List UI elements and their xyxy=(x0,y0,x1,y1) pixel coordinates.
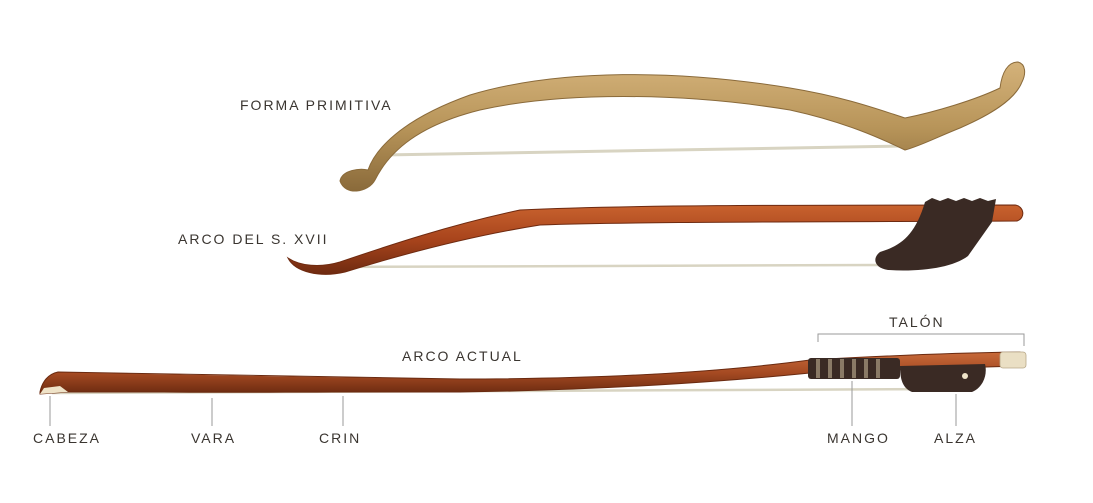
primitive-bow-stick xyxy=(340,62,1025,191)
modern-bow-frog xyxy=(900,364,986,392)
label-talon: TALÓN xyxy=(889,314,945,330)
label-mango: MANGO xyxy=(827,430,890,446)
label-arco-xvii: ARCO DEL S. XVII xyxy=(178,231,329,247)
label-crin: CRIN xyxy=(319,430,361,446)
talon-bracket xyxy=(818,334,1024,346)
modern-bow xyxy=(40,352,1026,394)
label-vara: VARA xyxy=(191,430,236,446)
primitive-bow-hair xyxy=(382,146,905,155)
label-forma-primitiva: FORMA PRIMITIVA xyxy=(240,97,393,113)
primitive-bow xyxy=(340,62,1025,191)
label-cabeza: CABEZA xyxy=(33,430,101,446)
modern-bow-button xyxy=(1000,352,1026,368)
modern-bow-grip xyxy=(808,358,900,379)
label-alza: ALZA xyxy=(934,430,977,446)
label-arco-actual: ARCO ACTUAL xyxy=(402,348,523,364)
modern-bow-frog-eye xyxy=(962,373,968,379)
baroque-bow-hair xyxy=(328,265,880,267)
baroque-bow xyxy=(288,198,1023,274)
